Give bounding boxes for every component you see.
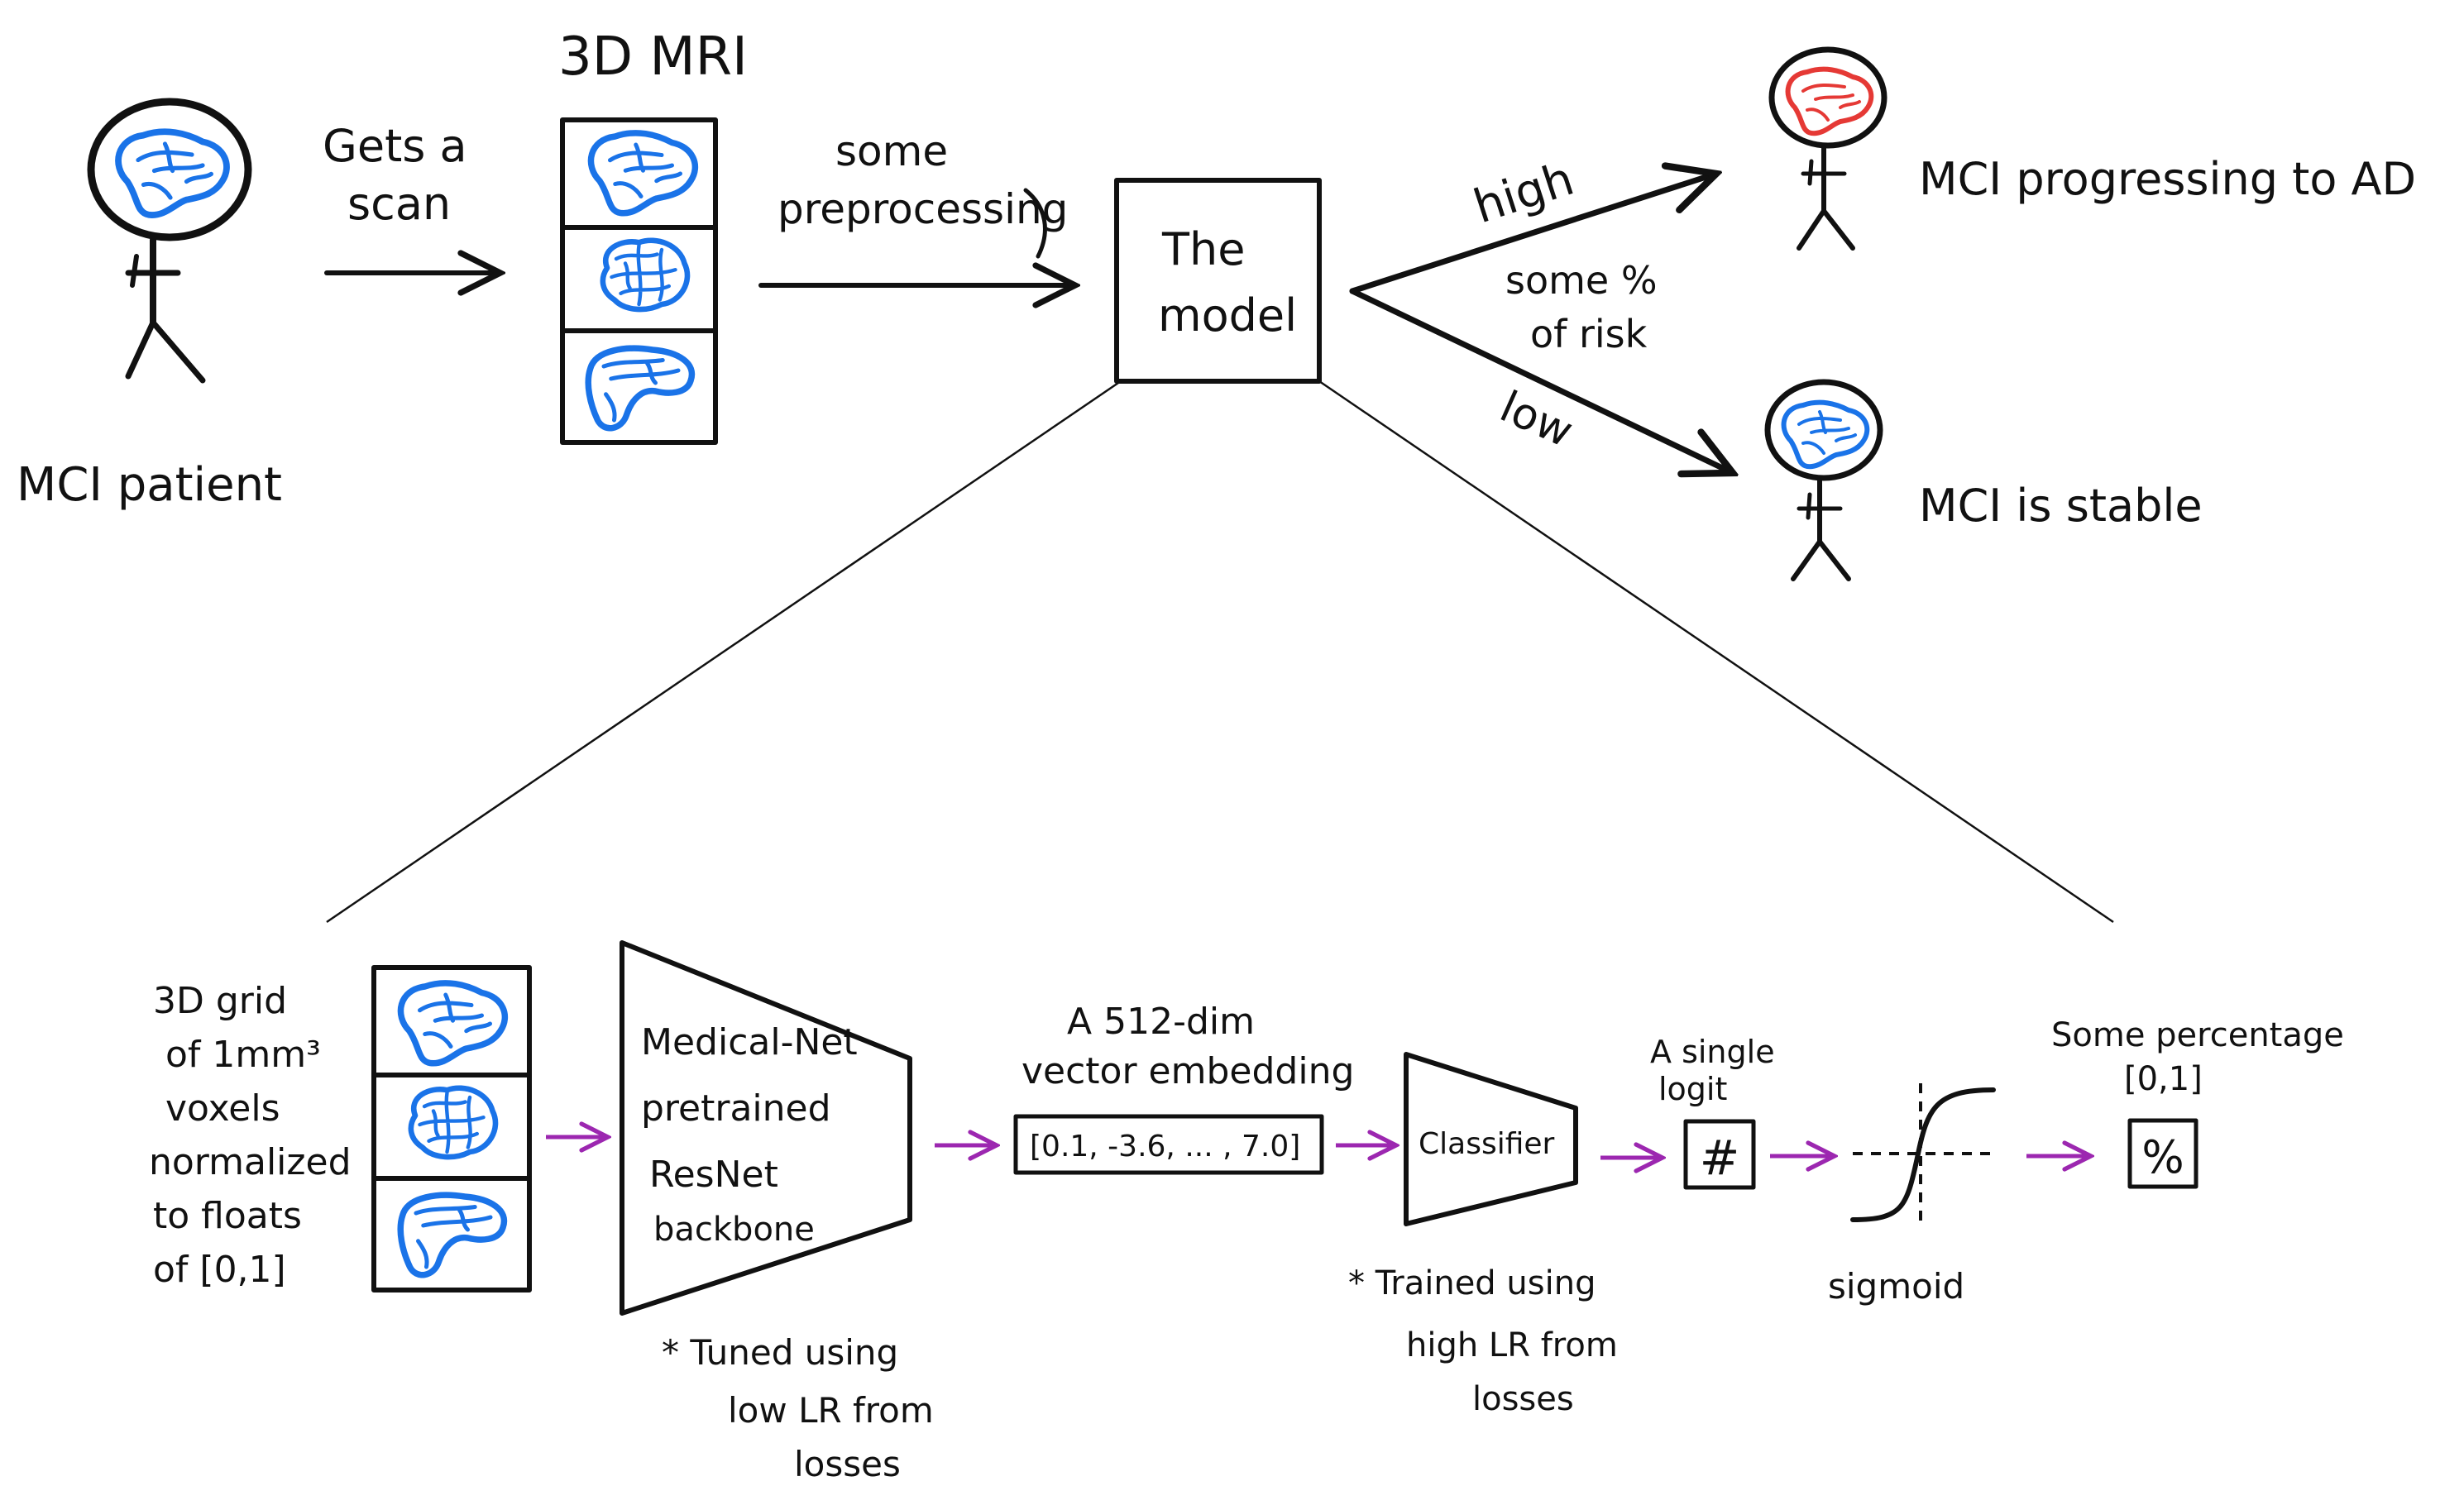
- backbone-label-line1: Medical-Net: [641, 1021, 858, 1063]
- backbone-label-line4: backbone: [653, 1211, 815, 1249]
- percent-symbol: %: [2141, 1131, 2184, 1183]
- model-label-line2: model: [1158, 289, 1297, 342]
- model-label-line1: The: [1161, 223, 1245, 275]
- stable-label: MCI is stable: [1919, 480, 2203, 532]
- classifier-note-line2: high LR from: [1406, 1326, 1618, 1364]
- classifier-note-line3: losses: [1472, 1380, 1574, 1418]
- logit-title-line2: logit: [1658, 1071, 1727, 1107]
- gets-scan-label-line2: scan: [347, 178, 451, 230]
- percent-title-line2: [0,1]: [2124, 1060, 2203, 1098]
- preprocessing-hook: [1023, 188, 1047, 259]
- classifier-note-line1: * Trained using: [1348, 1264, 1596, 1302]
- backbone-note-line2: low LR from: [728, 1390, 934, 1431]
- low-arrow: [1349, 288, 1733, 473]
- mri-stack: [560, 117, 718, 445]
- classifier-label: Classifier: [1419, 1127, 1555, 1161]
- logit-box: [1683, 1119, 1756, 1190]
- logit-title-line1: A single: [1650, 1034, 1775, 1070]
- classifier-block: [1404, 1052, 1578, 1226]
- grid-label-line3: voxels: [165, 1087, 280, 1130]
- backbone-note-line1: * Tuned using: [662, 1332, 898, 1373]
- preprocessing-label-line2: preprocessing: [777, 185, 1068, 233]
- backbone-label-line2: pretrained: [641, 1087, 831, 1130]
- model-box: [1114, 178, 1322, 384]
- progress-label: MCI progressing to AD: [1919, 153, 2416, 205]
- gets-scan-label-line1: Gets a: [323, 120, 467, 172]
- mri-title: 3D MRI: [558, 26, 748, 88]
- grid-label-line5: to floats: [153, 1195, 302, 1237]
- percent-box: [2127, 1118, 2198, 1189]
- sigmoid-label: sigmoid: [1828, 1266, 1964, 1307]
- high-arrow: [1349, 174, 1716, 294]
- voxel-grid-stack: [371, 965, 532, 1292]
- grid-label-line4: normalized: [149, 1141, 352, 1183]
- patient-label: MCI patient: [17, 458, 282, 512]
- backbone-block: [620, 940, 912, 1316]
- patient-figure: [87, 98, 252, 384]
- risk-label-line2: of risk: [1530, 312, 1648, 356]
- percent-title-line1: Some percentage: [2051, 1016, 2344, 1054]
- backbone-note-line3: losses: [794, 1444, 901, 1484]
- backbone-label-line3: ResNet: [649, 1154, 778, 1196]
- zoom-line-right: [1318, 380, 2114, 924]
- preprocessing-label-line1: some: [835, 127, 948, 175]
- sigmoid-curve: [1850, 1083, 1996, 1228]
- logit-symbol: #: [1700, 1130, 1740, 1186]
- embedding-title-line1: A 512-dim: [1067, 1001, 1255, 1043]
- stable-figure: [1764, 379, 1883, 581]
- zoom-line-left: [326, 380, 1122, 924]
- embedding-box: [1013, 1114, 1324, 1175]
- embedding-title-line2: vector embedding: [1021, 1050, 1354, 1092]
- progressing-figure: [1768, 46, 1887, 251]
- grid-label-line2: of 1mm³: [165, 1034, 321, 1076]
- embedding-value: [0.1, -3.6, ... , 7.0]: [1030, 1130, 1300, 1163]
- risk-label-line1: some %: [1505, 258, 1658, 303]
- grid-label-line1: 3D grid: [153, 980, 287, 1022]
- grid-label-line6: of [0,1]: [153, 1249, 286, 1291]
